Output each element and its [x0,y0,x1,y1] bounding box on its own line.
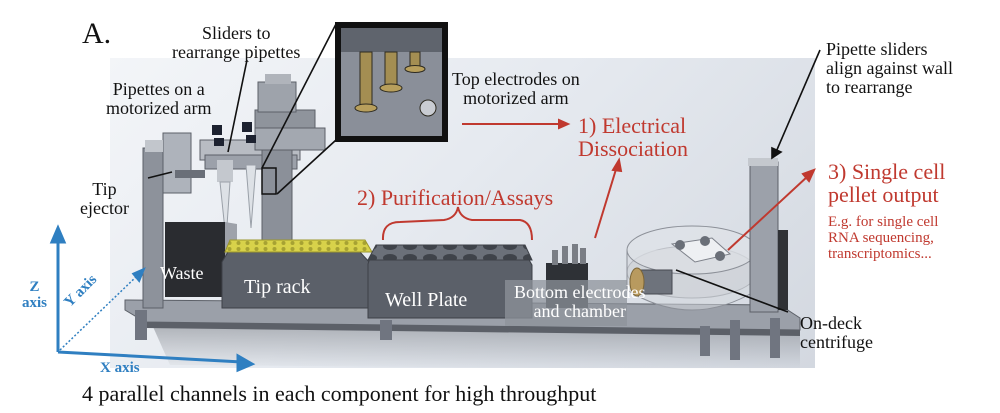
bottom-electrodes-label: Bottom electrodes and chamber [514,283,645,321]
centrifuge-annotation: On-deck centrifuge [800,314,873,352]
pipette-sliders-wall-annotation: Pipette sliders align against wall to re… [826,40,953,97]
bottom-electrodes-body [505,244,627,326]
slider-wall [748,158,788,313]
well-plate-label: Well Plate [385,289,468,311]
centrifuge-line-2: centrifuge [800,331,873,352]
step1-label: 1) Electrical Dissociation [578,114,688,160]
figure-caption: 4 parallel channels in each component fo… [82,381,597,406]
pipettes-arm-line-1: Pipettes on a [112,79,205,99]
z-axis-letter: Z [29,279,40,295]
axis-diagram [49,224,256,373]
electrode-inset [335,22,448,142]
step3-note-line-2: RNA sequencing, [828,229,934,246]
step3-line-2: pellet output [828,182,939,208]
well-plate-body [367,244,533,319]
centrifuge-line-1: On-deck [800,313,862,333]
tip-ejector-column [142,132,205,309]
step3-note-line-3: transcriptomics... [828,245,932,262]
step1-arrow-up [594,165,618,239]
sliders-annotation: Sliders to rearrange pipettes [172,24,300,62]
wall-leader [775,49,821,153]
x-axis-line [57,350,243,364]
z-axis-arrowhead [49,224,67,244]
step2-label: 2) Purification/Assays [357,185,554,210]
z-axis-label: Z axis [22,279,48,312]
wall-line-2: align against wall [826,57,953,78]
step1-line-2: Dissociation [578,136,688,162]
top-electrodes-line-1: Top electrodes on [452,69,580,89]
tip-ejector-line-2: ejector [80,197,129,218]
tip-rack-body [221,239,373,309]
step3-label: 3) Single cell pellet output [828,160,945,206]
tip-rack-label: Tip rack [244,276,311,298]
step3-note: E.g. for single cell RNA sequencing, tra… [828,214,939,262]
y-axis-line [59,274,139,351]
waste-label: Waste [160,263,204,283]
leader-lines [147,23,821,313]
step3-arrow [727,175,809,251]
wall-line-1: Pipette sliders [826,39,928,59]
top-electrodes-annotation: Top electrodes on motorized arm [452,70,580,108]
centrifuge-body [626,225,758,311]
sliders-leader [227,59,248,153]
panel-label: A. [82,17,112,50]
sliders-line-1: Sliders to [201,23,271,43]
purification-brace [381,206,533,241]
red-arrows [381,118,816,251]
pipettes-arm-annotation: Pipettes on a motorized arm [106,80,211,118]
top-electrodes-line-2: motorized arm [463,87,569,108]
step3-line-1: 3) Single cell [828,159,946,184]
x-axis-label: X axis [100,360,140,376]
sliders-line-2: rearrange pipettes [172,41,301,62]
pipettes-arm-line-2: motorized arm [106,97,212,118]
tip-ejector-annotation: Tip ejector [80,180,129,218]
tip-ejector-leader [147,171,173,179]
bottom-electrodes-line-1: Bottom electrodes [514,282,646,302]
centrifuge-leader [675,269,789,313]
bottom-electrodes-line-2: and chamber [533,300,626,321]
wall-line-3: to rearrange [826,76,913,97]
y-axis-arrowhead [131,267,146,283]
x-axis-arrowhead [236,353,256,373]
z-axis-word: axis [22,294,48,311]
step3-note-line-1: E.g. for single cell [828,214,939,230]
step1-line-1: 1) Electrical [578,113,687,138]
tip-ejector-line-1: Tip [92,179,117,199]
